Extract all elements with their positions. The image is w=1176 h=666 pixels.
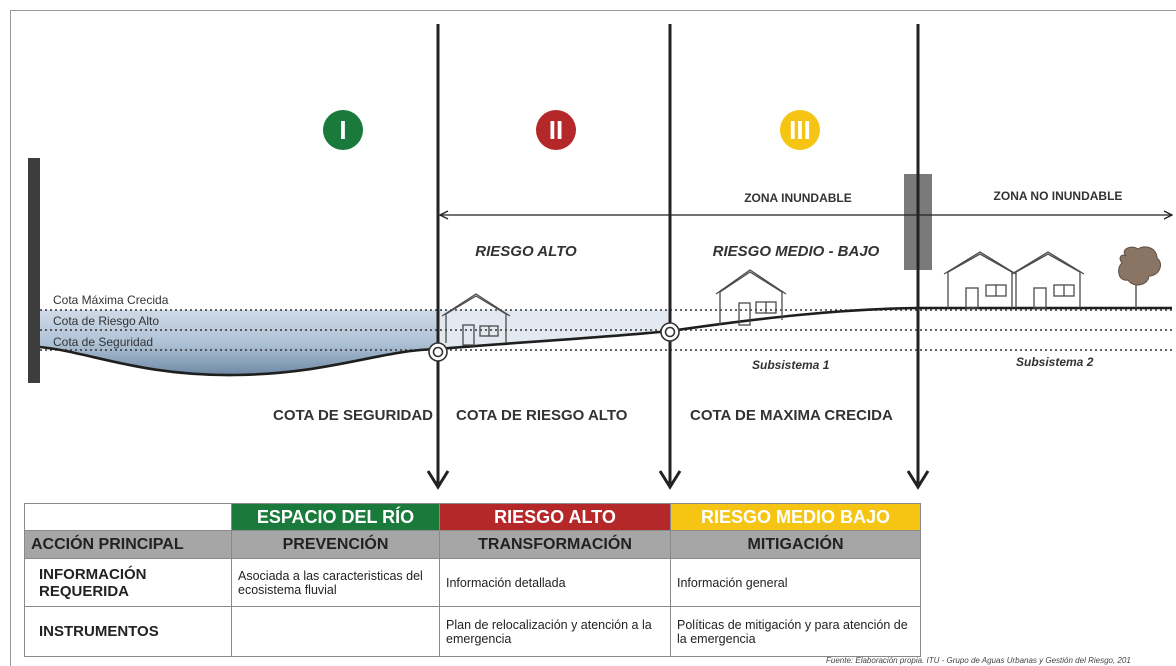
vertical-arrows bbox=[426, 24, 930, 490]
table-cell: Información detallada bbox=[439, 558, 671, 607]
zone-circle-i bbox=[323, 110, 363, 150]
subsystem-1-label: Subsistema 1 bbox=[752, 358, 830, 372]
water-surface-band bbox=[438, 310, 670, 349]
zone-numeral-ii: II bbox=[536, 110, 576, 150]
zona-inundable-label: ZONA INUNDABLE bbox=[744, 191, 852, 205]
house-icon bbox=[441, 293, 511, 346]
house-icon bbox=[1011, 251, 1085, 309]
house-icon bbox=[943, 251, 1017, 309]
subsystem-2-label: Subsistema 2 bbox=[1016, 355, 1094, 369]
zone-numeral-iii: III bbox=[780, 110, 820, 150]
threshold-seguridad-label: COTA DE SEGURIDAD bbox=[273, 407, 433, 424]
house-icon bbox=[715, 269, 787, 326]
intersection-markers bbox=[428, 322, 680, 362]
row-label-instrumentos: INSTRUMENTOS bbox=[24, 606, 232, 657]
table-cell: Asociada a las caracteristicas del ecosi… bbox=[231, 558, 440, 607]
subheader-transformacion: TRANSFORMACIÓN bbox=[439, 530, 671, 559]
table-cell: Plan de relocalización y atención a la e… bbox=[439, 606, 671, 657]
level-label-maxima: Cota Máxima Crecida bbox=[53, 293, 169, 307]
threshold-maxima-label: COTA DE MAXIMA CRECIDA bbox=[690, 407, 893, 424]
zone-circle-ii bbox=[536, 110, 576, 150]
zona-no-inundable-label: ZONA NO INUNDABLE bbox=[994, 189, 1123, 203]
tree-icon bbox=[1118, 246, 1161, 308]
riesgo-medio-bajo-label: RIESGO MEDIO - BAJO bbox=[713, 243, 880, 260]
header-riesgo-medio-bajo: RIESGO MEDIO BAJO bbox=[670, 503, 921, 531]
table-subheader-row: ACCIÓN PRINCIPAL PREVENCIÓN TRANSFORMACI… bbox=[24, 530, 921, 559]
source-footnote: Fuente: Elaboración propia. ITU - Grupo … bbox=[826, 656, 1131, 665]
level-label-riesgo-alto: Cota de Riesgo Alto bbox=[53, 314, 159, 328]
subheader-prevencion: PREVENCIÓN bbox=[231, 530, 440, 559]
zone-numeral-label: I bbox=[339, 115, 346, 145]
subheader-accion-principal: ACCIÓN PRINCIPAL bbox=[24, 530, 232, 559]
diagram-frame bbox=[10, 10, 1176, 666]
zone-numeral-label: II bbox=[549, 115, 563, 145]
info-table: ESPACIO DEL RÍO RIESGO ALTO RIESGO MEDIO… bbox=[24, 503, 921, 657]
zone-numeral-i: I bbox=[323, 110, 363, 150]
table-cell bbox=[231, 606, 440, 657]
header-riesgo-alto: RIESGO ALTO bbox=[439, 503, 671, 531]
header-espacio-rio: ESPACIO DEL RÍO bbox=[231, 503, 440, 531]
threshold-riesgo-alto-label: COTA DE RIESGO ALTO bbox=[456, 407, 628, 424]
table-header-row: ESPACIO DEL RÍO RIESGO ALTO RIESGO MEDIO… bbox=[24, 503, 921, 531]
table-row: INFORMACIÓN REQUERIDA Asociada a las car… bbox=[24, 558, 921, 607]
row-label-informacion: INFORMACIÓN REQUERIDA bbox=[24, 558, 232, 607]
riesgo-alto-label: RIESGO ALTO bbox=[475, 243, 577, 260]
table-cell: Políticas de mitigación y para atención … bbox=[670, 606, 921, 657]
level-label-seguridad: Cota de Seguridad bbox=[53, 335, 153, 349]
header-empty-cell bbox=[24, 503, 232, 531]
table-cell: Información general bbox=[670, 558, 921, 607]
left-wall bbox=[28, 158, 40, 383]
table-row: INSTRUMENTOS Plan de relocalización y at… bbox=[24, 606, 921, 657]
river-water bbox=[40, 310, 438, 376]
zone-circle-iii bbox=[780, 110, 820, 150]
subheader-mitigacion: MITIGACIÓN bbox=[670, 530, 921, 559]
zone-numeral-label: III bbox=[789, 115, 811, 145]
